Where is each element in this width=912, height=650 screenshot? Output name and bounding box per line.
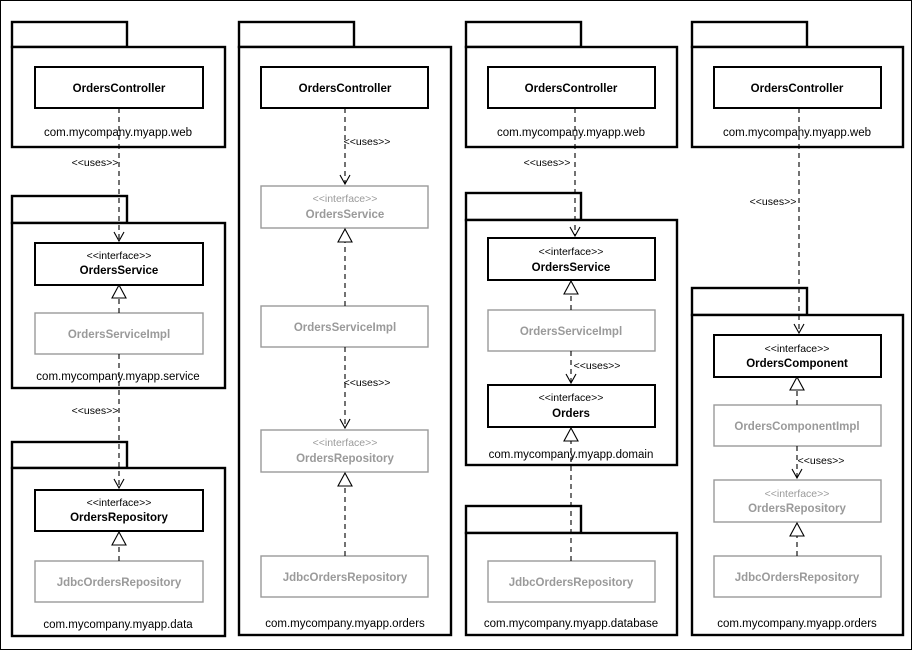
class-name: OrdersController [525,83,618,95]
class-name: JdbcOrdersRepository [57,577,182,589]
class-name: OrdersRepository [70,512,168,524]
class-name: OrdersServiceImpl [68,329,170,341]
interface-orders-component-4: <<interface>> OrdersComponent [713,334,882,378]
stereotype: <<interface>> [539,246,604,258]
column-1: com.mycompany.myapp.web OrdersController… [10,20,227,638]
class-name: OrdersController [299,83,392,95]
stereotype: <<interface>> [313,437,378,449]
realization-impl-to-service-3 [563,279,579,310]
class-name: OrdersServiceImpl [294,322,396,334]
class-orders-service-impl-3: OrdersServiceImpl [487,309,656,352]
uses-arrow-controller-to-service-3: <<uses>> [524,108,581,238]
class-name: JdbcOrdersRepository [283,572,408,584]
class-name: OrdersComponentImpl [734,421,859,433]
class-name: OrdersService [80,265,159,277]
class-orders-controller-3: OrdersController [487,66,656,109]
class-name: JdbcOrdersRepository [509,577,634,589]
uses-arrow-impl-to-orders-3: <<uses>> [565,351,621,385]
realization-jdbc-to-repository-1 [111,530,127,561]
class-name: OrdersRepository [748,503,846,515]
stereotype: <<interface>> [87,497,152,509]
class-name: OrdersService [306,209,385,221]
interface-orders-repository-2: <<interface>> OrdersRepository [260,429,429,473]
column-3: com.mycompany.myapp.web OrdersController… [464,20,679,637]
uses-label: <<uses>> [72,157,119,169]
class-jdbc-orders-repository-4: JdbcOrdersRepository [713,555,882,598]
package-label: com.mycompany.myapp.domain [489,449,654,461]
uses-label: <<uses>> [574,360,621,372]
interface-orders-repository-4: <<interface>> OrdersRepository [713,479,882,523]
uses-label: <<uses>> [750,196,797,208]
class-name: OrdersRepository [296,453,394,465]
stereotype: <<interface>> [765,488,830,500]
uses-label: <<uses>> [344,136,391,148]
uses-arrow-service-to-repository-2: <<uses>> [339,347,391,430]
uses-label: <<uses>> [798,455,845,467]
package-label: com.mycompany.myapp.web [44,127,192,139]
realization-jdbc-to-repository-2 [337,471,353,556]
interface-orders-service-3: <<interface>> OrdersService [487,237,656,281]
package-label: com.mycompany.myapp.orders [265,618,425,630]
uses-arrow-impl-to-repository-4: <<uses>> [791,446,845,480]
class-name: OrdersController [73,83,166,95]
realization-impl-to-component-4 [789,375,805,405]
uses-label: <<uses>> [524,157,571,169]
class-orders-service-impl-2: OrdersServiceImpl [260,305,429,348]
column-2: com.mycompany.myapp.orders OrdersControl… [237,20,453,637]
stereotype: <<interface>> [313,193,378,205]
realization-jdbc-to-repository-4 [789,521,805,556]
column-4: com.mycompany.myapp.web OrdersController… [690,20,905,637]
class-name: JdbcOrdersRepository [735,572,860,584]
class-orders-component-impl-4: OrdersComponentImpl [713,404,882,447]
class-orders-controller-2: OrdersController [260,66,429,109]
stereotype: <<interface>> [87,250,152,262]
package-label: com.mycompany.myapp.web [497,127,645,139]
interface-orders-service-2: <<interface>> OrdersService [260,185,429,229]
realization-impl-to-service-2 [337,227,353,306]
package-label: com.mycompany.myapp.data [43,619,193,631]
class-jdbc-orders-repository-2: JdbcOrdersRepository [260,555,429,598]
interface-orders-3: <<interface>> Orders [487,384,656,428]
package-label: com.mycompany.myapp.web [723,127,871,139]
class-orders-service-impl-1: OrdersServiceImpl [34,312,204,355]
uses-arrow-controller-to-service-2: <<uses>> [339,108,391,186]
package-label: com.mycompany.myapp.service [36,371,199,383]
package-label: com.mycompany.myapp.database [484,618,658,630]
class-name: OrdersComponent [746,358,848,370]
class-name: Orders [552,408,590,420]
class-jdbc-orders-repository-1: JdbcOrdersRepository [34,560,204,603]
interface-orders-service-1: <<interface>> OrdersService [34,242,204,286]
package-label: com.mycompany.myapp.orders [717,618,877,630]
class-orders-controller-1: OrdersController [34,66,204,109]
uses-label: <<uses>> [72,405,119,417]
class-name: OrdersServiceImpl [520,326,622,338]
uses-label: <<uses>> [344,377,391,389]
uses-arrow-controller-to-service-1: <<uses>> [72,108,125,243]
class-name: OrdersService [532,262,611,274]
realization-impl-to-service-1 [111,283,127,313]
interface-orders-repository-1: <<interface>> OrdersRepository [34,489,204,532]
uses-arrow-service-to-repository-1: <<uses>> [72,354,125,490]
stereotype: <<interface>> [765,343,830,355]
class-jdbc-orders-repository-3: JdbcOrdersRepository [487,560,656,603]
class-name: OrdersController [751,83,844,95]
class-orders-controller-4: OrdersController [713,66,882,109]
uses-arrow-controller-to-component-4: <<uses>> [750,108,805,335]
realization-jdbc-to-orders-3 [563,426,579,561]
stereotype: <<interface>> [539,392,604,404]
